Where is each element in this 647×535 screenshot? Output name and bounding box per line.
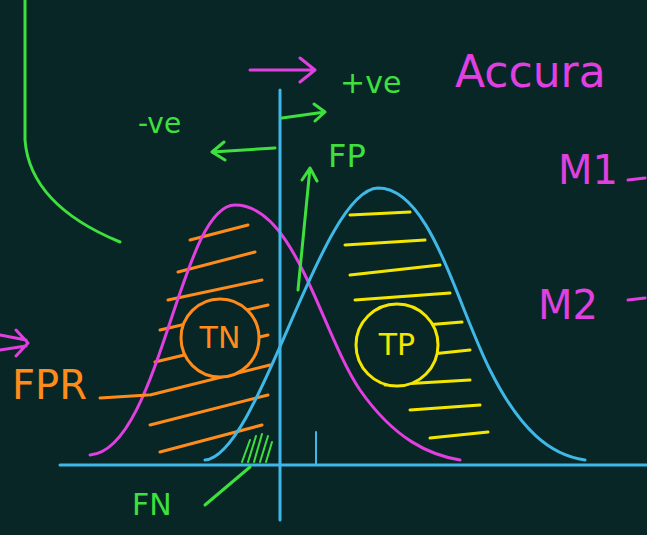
tp-hatching xyxy=(345,212,488,438)
model-label: M2 xyxy=(538,285,598,325)
tn-circle: TN xyxy=(179,297,261,379)
node-body: TP xyxy=(354,302,440,388)
dash-mark xyxy=(628,298,645,300)
circle-shape xyxy=(181,299,259,377)
negative-curve xyxy=(90,205,460,460)
positive-curve xyxy=(205,188,585,460)
fn-hatching xyxy=(242,434,272,462)
tp-circle: TP xyxy=(354,302,440,388)
tn-hatching xyxy=(150,225,270,452)
implies-arrow xyxy=(0,330,28,356)
dash-mark xyxy=(628,178,645,180)
positive-label: +ve xyxy=(340,68,401,98)
negative-arrow xyxy=(212,142,275,160)
fpr-label: FPR xyxy=(12,365,87,405)
tick xyxy=(315,432,317,465)
x-axis xyxy=(60,464,647,467)
fn-label: FN xyxy=(132,490,172,520)
metric-heading: Accura xyxy=(455,50,606,94)
negative-label: -ve xyxy=(138,110,181,138)
fp-label: FP xyxy=(328,140,366,172)
threshold-line xyxy=(279,90,282,520)
sketch-strokes xyxy=(0,0,647,520)
direction-arrow xyxy=(250,58,315,82)
node-body: TN xyxy=(179,297,261,379)
fpr-stroke xyxy=(100,395,148,398)
bracket-curve xyxy=(25,0,120,242)
positive-arrow xyxy=(282,104,325,121)
circle-shape xyxy=(356,304,438,386)
node-text: TP xyxy=(379,330,415,360)
fp-pointer xyxy=(298,168,317,290)
fn-leader xyxy=(205,467,250,505)
node-text: TN xyxy=(200,323,241,353)
model-label: M1 xyxy=(558,150,618,190)
